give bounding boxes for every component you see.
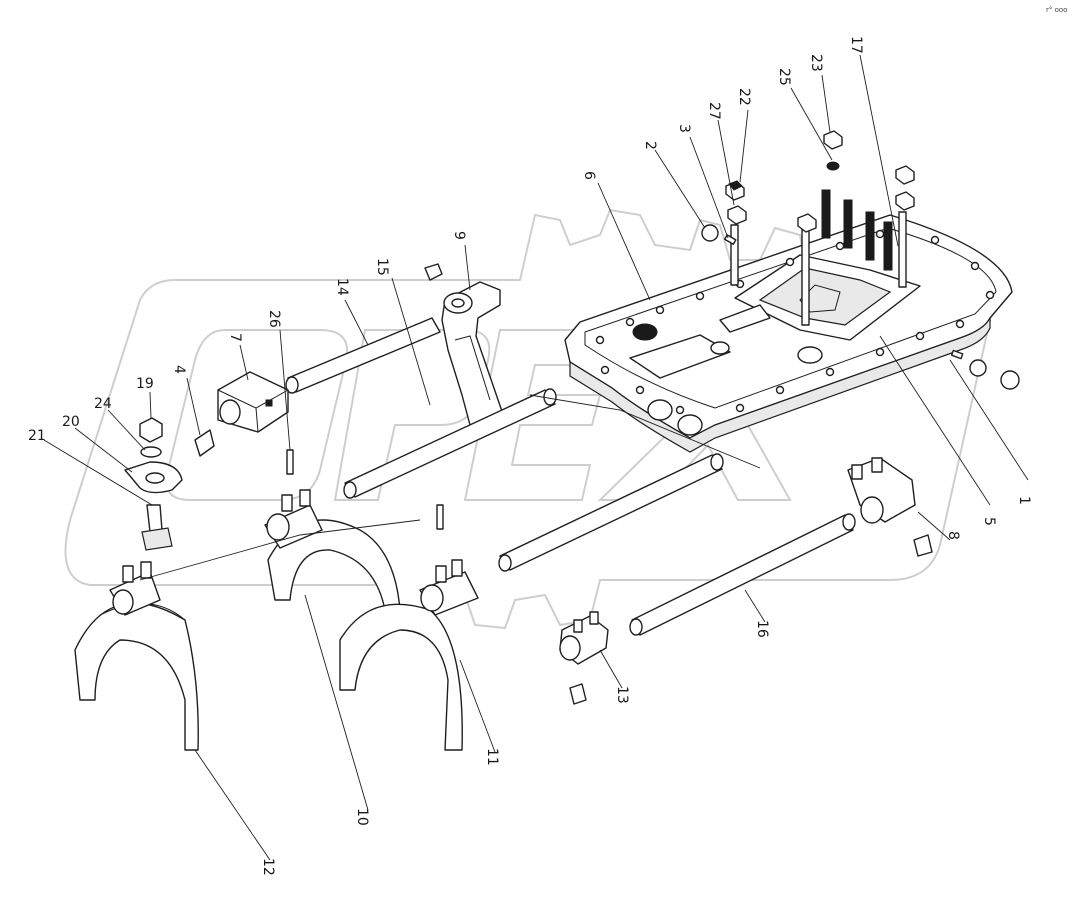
pin-26	[286, 449, 294, 475]
label-12: 12	[260, 858, 276, 876]
label-23: 23	[808, 54, 824, 72]
label-15: 15	[374, 258, 390, 276]
label-22: 22	[736, 88, 752, 106]
label-17: 17	[848, 36, 864, 54]
label-10: 10	[354, 808, 370, 826]
rod-15	[343, 388, 557, 499]
label-26: 26	[266, 310, 282, 328]
label-14: 14	[334, 278, 350, 296]
label-8: 8	[945, 531, 961, 540]
label-19: 19	[136, 376, 154, 392]
label-6: 6	[581, 171, 597, 180]
rod-lower	[498, 453, 724, 572]
label-21: 21	[28, 428, 46, 444]
label-3: 3	[676, 124, 692, 133]
shift-lever	[424, 263, 506, 426]
corner-mark: r° ooo	[1046, 6, 1067, 14]
label-25: 25	[776, 68, 792, 86]
rod-14	[285, 317, 441, 394]
pin-lower	[436, 504, 444, 530]
studs-and-nuts	[701, 130, 1020, 390]
fastener-stack	[124, 417, 183, 551]
label-5: 5	[981, 517, 997, 526]
shift-block-7	[217, 371, 289, 433]
label-16: 16	[754, 620, 770, 638]
label-27: 27	[706, 102, 722, 120]
label-9: 9	[451, 231, 467, 240]
shift-fork-10	[264, 489, 401, 611]
collar-13	[559, 611, 609, 705]
callout-labels: 1 2 3 4 5 6 7 8 9 10 11 12 13 14 15 16 1…	[28, 36, 1032, 876]
label-2: 2	[642, 141, 658, 150]
label-13: 13	[614, 686, 630, 704]
label-1: 1	[1016, 496, 1032, 505]
cover-plate	[564, 214, 1013, 453]
label-4: 4	[171, 365, 187, 374]
label-7: 7	[227, 333, 243, 342]
plug-4	[194, 429, 215, 457]
label-11: 11	[484, 748, 500, 766]
label-20: 20	[62, 414, 80, 430]
rod-16	[629, 513, 856, 636]
shift-fork-12	[74, 561, 199, 751]
block-8	[847, 457, 933, 557]
label-24: 24	[94, 396, 112, 412]
leader-lines	[43, 54, 1029, 861]
shift-fork-11	[339, 559, 479, 751]
